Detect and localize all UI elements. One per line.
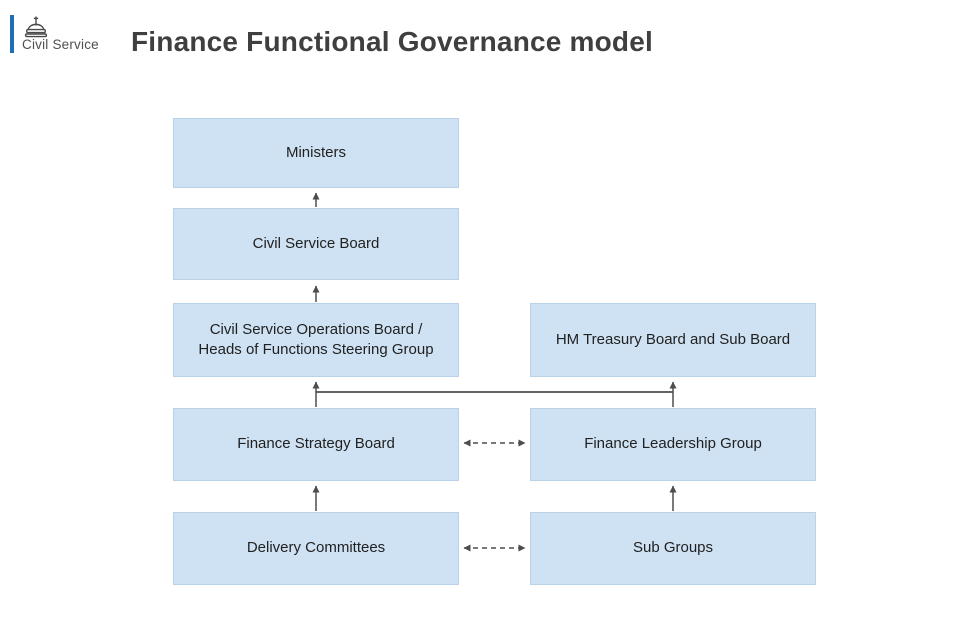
- node-label: HM Treasury Board and Sub Board: [555, 330, 791, 348]
- node-delivery-committees: Delivery Committees: [173, 512, 459, 585]
- crown-icon: [24, 16, 48, 38]
- node-finance-leadership-group: Finance Leadership Group: [530, 408, 816, 481]
- node-label: Finance Strategy Board: [237, 435, 395, 453]
- node-hm-treasury-board: HM Treasury Board and Sub Board: [530, 303, 816, 377]
- node-sub-groups: Sub Groups: [530, 512, 816, 585]
- node-label: Delivery Committees: [246, 539, 386, 557]
- node-label: Sub Groups: [632, 539, 714, 557]
- node-label: Finance Leadership Group: [584, 435, 762, 453]
- node-label-line1: Civil Service Operations Board /: [209, 320, 423, 338]
- logo-blue-bar: [10, 15, 14, 53]
- civil-service-logo: Civil Service: [10, 15, 99, 53]
- node-label: Ministers: [285, 143, 346, 161]
- node-label: Civil Service Board: [252, 234, 380, 252]
- node-civil-service-board: Civil Service Board: [173, 208, 459, 280]
- logo-content: Civil Service: [22, 15, 99, 53]
- logo-label: Civil Service: [22, 37, 99, 52]
- node-finance-strategy-board: Finance Strategy Board: [173, 408, 459, 481]
- page-title: Finance Functional Governance model: [131, 26, 653, 57]
- node-cs-operations-board: Civil Service Operations Board / Heads o…: [173, 303, 459, 377]
- node-ministers: Ministers: [173, 118, 459, 188]
- node-label-line2: Heads of Functions Steering Group: [198, 341, 434, 358]
